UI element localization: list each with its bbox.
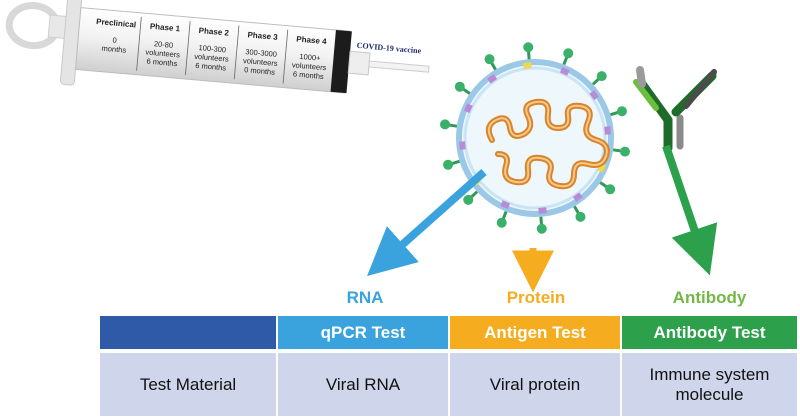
header-antigen-test: Antigen Test bbox=[450, 316, 620, 349]
label-rna: RNA bbox=[346, 288, 384, 307]
phase-name: Phase 3 bbox=[247, 30, 278, 42]
phase-divider bbox=[185, 21, 191, 76]
virus-spike-head bbox=[496, 217, 507, 228]
header-blank bbox=[100, 316, 276, 349]
virus bbox=[440, 42, 630, 234]
virus-spike-head bbox=[463, 194, 474, 205]
membrane-protein bbox=[589, 90, 599, 101]
virus-spike-head bbox=[443, 159, 454, 170]
phase-detail: months bbox=[101, 44, 127, 55]
membrane-protein bbox=[463, 103, 473, 114]
virus-spike-head bbox=[440, 119, 451, 130]
virus-spike-head bbox=[575, 211, 586, 222]
cell-viral-rna: Viral RNA bbox=[278, 353, 448, 416]
phase-detail: volunteers bbox=[292, 60, 328, 72]
membrane-protein bbox=[500, 200, 511, 210]
phase-detail: 20-80 bbox=[154, 39, 174, 50]
membrane-protein bbox=[604, 126, 612, 135]
phase-detail: 100-300 bbox=[198, 43, 226, 54]
virus-spike-head bbox=[563, 48, 574, 59]
phase-detail: 1000+ bbox=[299, 52, 321, 63]
membrane-protein bbox=[559, 66, 570, 76]
phase-detail: 300-3000 bbox=[245, 47, 277, 59]
phase-name: Phase 4 bbox=[296, 35, 327, 47]
membrane-protein bbox=[572, 192, 583, 202]
antibody-arrow bbox=[662, 144, 718, 276]
virus-spike-head bbox=[484, 54, 495, 65]
phase-detail: 6 months bbox=[195, 61, 227, 73]
row-label-test-material: Test Material bbox=[100, 353, 276, 416]
virus-spike-head bbox=[454, 81, 465, 92]
cell-viral-protein: Viral protein bbox=[450, 353, 620, 416]
label-antibody: Antibody bbox=[672, 288, 747, 307]
membrane-protein bbox=[458, 141, 466, 150]
syringe-plunger bbox=[330, 29, 352, 94]
syringe-needle bbox=[368, 60, 430, 73]
rna-arrow bbox=[367, 169, 487, 276]
phase-detail: 6 months bbox=[293, 69, 325, 81]
membrane-protein bbox=[523, 61, 532, 69]
header-qpcr-test: qPCR Test bbox=[278, 316, 448, 349]
phase-divider bbox=[136, 16, 142, 71]
virus-spike-head bbox=[536, 223, 547, 234]
phase-detail: 0 bbox=[112, 36, 117, 45]
phase-detail: volunteers bbox=[145, 47, 181, 59]
virus-spike-head bbox=[596, 71, 607, 82]
phase-name: Phase 2 bbox=[198, 26, 229, 38]
phase-name: Preclinical bbox=[96, 17, 137, 29]
label-protein: Protein bbox=[506, 288, 566, 307]
phase-divider bbox=[233, 25, 240, 80]
phase-detail: 0 months bbox=[244, 65, 276, 77]
header-antibody-test: Antibody Test bbox=[622, 316, 797, 349]
phase-name: Phase 1 bbox=[150, 22, 181, 34]
virus-spike-head bbox=[523, 42, 534, 53]
cell-immune-system-molecule: Immune system molecule bbox=[622, 353, 797, 416]
virus-spike-head bbox=[605, 184, 616, 195]
virus-spike-head bbox=[619, 146, 630, 157]
phase-detail: volunteers bbox=[194, 52, 230, 64]
phase-divider bbox=[282, 29, 289, 84]
virus-spike-head bbox=[616, 106, 627, 117]
phase-detail: volunteers bbox=[243, 56, 279, 68]
membrane-protein bbox=[487, 74, 498, 84]
membrane-protein bbox=[538, 207, 547, 215]
antibody-molecule bbox=[633, 66, 717, 153]
phase-detail: 6 months bbox=[146, 57, 178, 69]
test-table: qPCR Test Antigen Test Antibody Test Tes… bbox=[100, 316, 797, 416]
